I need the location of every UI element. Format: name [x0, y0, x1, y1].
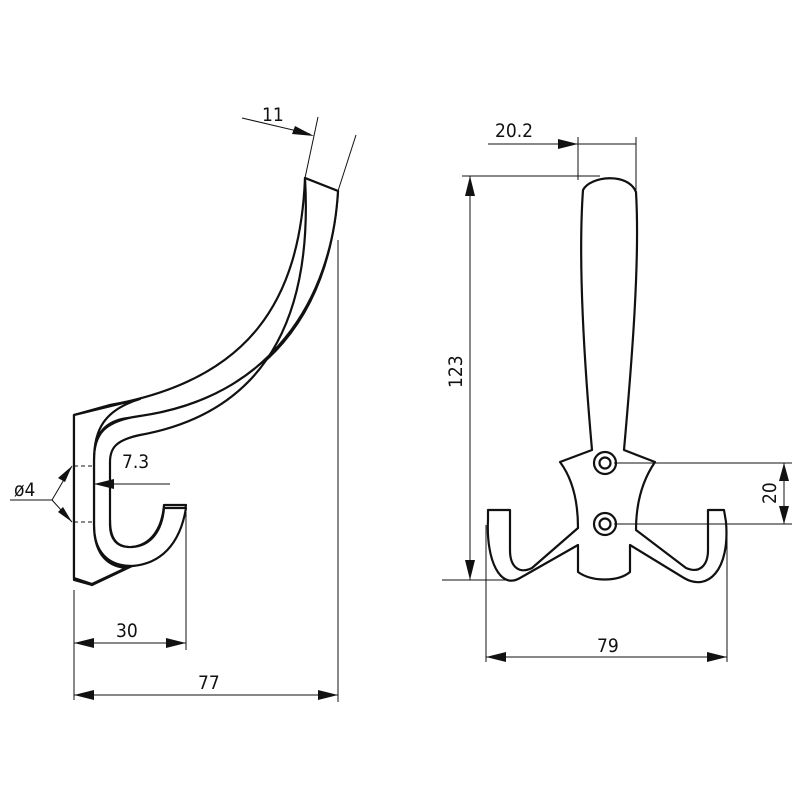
dim-77-arrow-right: [318, 690, 338, 700]
dim-123-arrow-bottom: [465, 560, 475, 580]
dim-7-3-label: 7.3: [122, 451, 149, 473]
front-hole-lower: [592, 511, 618, 537]
dim-11-label: 11: [262, 104, 284, 126]
side-view: 11 7.3 ø4 30 77: [10, 104, 357, 702]
side-view-hook-outline: [72, 176, 340, 587]
dim-d4-arrow-2: [58, 507, 72, 522]
dim-d4-label: ø4: [14, 479, 35, 501]
dim-77-arrow-left: [74, 690, 94, 700]
dim-123-label: 123: [445, 355, 467, 388]
dim-d4-arrow-1: [58, 466, 72, 482]
dim-77-label: 77: [198, 672, 220, 694]
dim-20-2-arrow: [558, 139, 578, 149]
side-view-back-plate: [72, 397, 142, 586]
dim-30-label: 30: [116, 620, 138, 642]
front-view: 20.2 123 20 79: [442, 120, 792, 662]
dim-123-arrow-top: [465, 176, 475, 196]
dim-20-2-label: 20.2: [495, 120, 533, 142]
dim-30-arrow-right: [166, 638, 186, 648]
dim-79-arrow-right: [707, 652, 727, 662]
dim-79-label: 79: [597, 635, 619, 657]
dim-20-label: 20: [759, 482, 781, 504]
dim-11-ext-1: [304, 116, 319, 179]
front-view-outline: [486, 177, 728, 584]
dim-79-arrow-left: [486, 652, 506, 662]
dim-7-3-arrow: [94, 479, 114, 489]
dim-20-arrow-top: [779, 463, 789, 481]
dim-20-arrow-bottom: [779, 506, 789, 524]
front-hole-upper: [592, 450, 618, 476]
dim-30-arrow-left: [74, 638, 94, 648]
dim-11-ext-2: [337, 134, 357, 192]
dim-11-arrow: [292, 126, 314, 136]
side-view-body: [92, 176, 340, 568]
